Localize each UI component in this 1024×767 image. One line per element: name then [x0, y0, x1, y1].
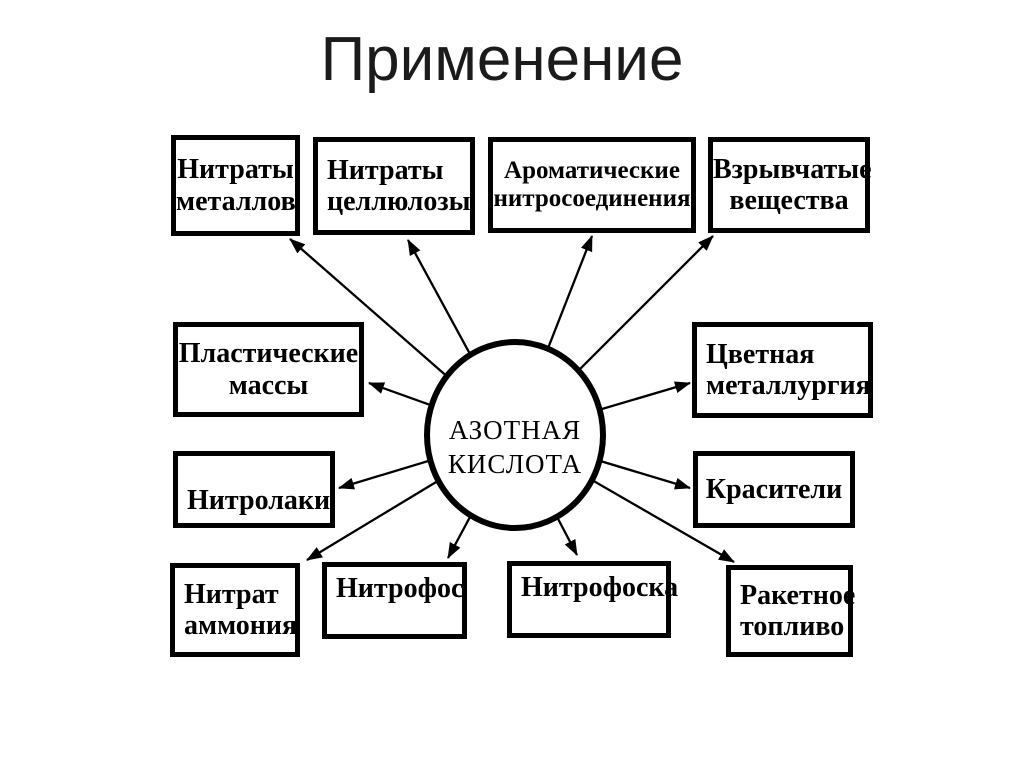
node-label: Взрывчатые вещества [713, 153, 872, 216]
node-label: Ракетное топливо [740, 579, 856, 642]
page-title: Применение [320, 25, 684, 94]
node-nitrat-ammoniya: Нитрат аммония [170, 563, 300, 657]
node-label: Нитрофос [336, 573, 464, 604]
node-label: Нитраты целлюлозы [327, 154, 471, 217]
node-nitraty-tsellyulozy: Нитраты целлюлозы [313, 137, 475, 235]
node-label: Нитрат аммония [184, 578, 298, 641]
node-krasiteli: Красители [693, 451, 855, 528]
node-plasticheskie-massy: Пластические массы [173, 322, 364, 417]
node-label: Красители [705, 473, 843, 505]
node-label: Нитраты металлов [176, 154, 296, 217]
center-label-line1: АЗОТНАЯ [449, 415, 581, 445]
node-label: Ароматические нитросоединения [493, 157, 691, 212]
node-aromaticheskie-nitrosoedineniya: Ароматические нитросоединения [488, 137, 696, 233]
node-raketnoe-toplivo: Ракетное топливо [726, 565, 856, 657]
node-label: Нитролаки [187, 484, 331, 516]
center-label-line2: КИСЛОТА [448, 449, 582, 479]
node-label: Нитрофоска [521, 572, 679, 603]
center-circle [424, 339, 606, 531]
node-tsvetnaya-metallurgiya: Цветная металлургия [692, 322, 873, 418]
node-nitrofos: Нитрофос [322, 562, 467, 639]
node-nitraty-metallov: Нитраты металлов [171, 135, 300, 236]
node-label: Цветная металлургия [706, 338, 871, 401]
node-nitrolaki: Нитролаки [173, 451, 335, 528]
node-nitrofoska: Нитрофоска [507, 561, 679, 638]
node-vzryvchatye-veshchestva: Взрывчатые вещества [708, 137, 872, 233]
node-label: Пластические массы [178, 338, 359, 401]
